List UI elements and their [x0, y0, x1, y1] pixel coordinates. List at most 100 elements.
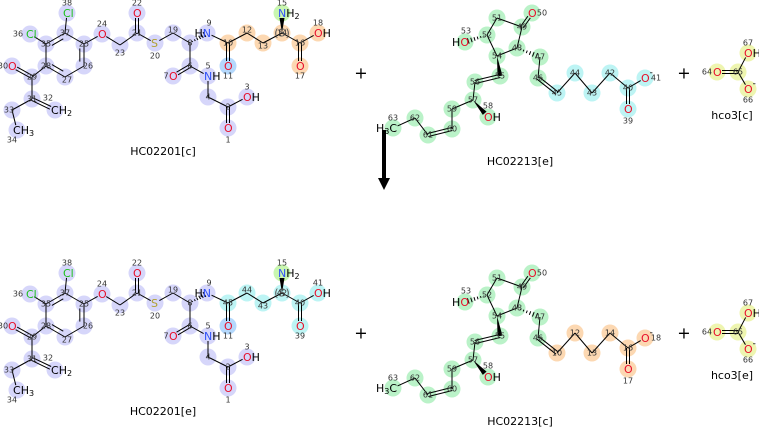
single-bond	[397, 377, 416, 387]
atom-label: O	[528, 7, 537, 20]
hash-bond	[535, 52, 539, 59]
atom-number: 60	[447, 385, 457, 394]
atom-number: 66	[743, 96, 753, 105]
single-bond	[45, 292, 66, 305]
single-bond	[627, 340, 641, 349]
double-bond	[16, 66, 33, 77]
single-bond	[64, 277, 67, 294]
single-bond	[537, 316, 541, 339]
double-bond	[428, 129, 453, 137]
atom-number: 55	[495, 72, 505, 81]
atom-number: 50	[537, 269, 547, 278]
atom-number: 21	[132, 29, 142, 38]
atom-number: 4	[205, 93, 210, 102]
atom-number: 29	[27, 73, 37, 82]
single-bond	[31, 325, 47, 338]
single-bond	[227, 98, 243, 108]
hash-bond	[522, 49, 525, 52]
double-bond	[177, 66, 192, 76]
atom-label: CH2​	[51, 364, 72, 378]
single-bond	[83, 35, 98, 45]
bonds	[722, 57, 747, 85]
atom-highlight	[384, 379, 402, 397]
single-bond	[591, 332, 611, 354]
atom-number: 16	[623, 344, 633, 353]
atom-number: 29	[27, 333, 37, 342]
single-bond	[45, 32, 66, 45]
aromatic-bond	[51, 324, 64, 332]
single-bond	[172, 292, 191, 304]
atom-label: HN	[194, 27, 211, 40]
atom-number: 45	[223, 299, 233, 308]
atom-number: 3	[244, 343, 249, 352]
atom-highlight	[199, 327, 217, 345]
hash-bond	[476, 296, 479, 300]
double-bond	[15, 329, 32, 339]
single-bond	[11, 369, 17, 386]
atom-number: 15	[277, 259, 287, 268]
atom-label: O	[224, 122, 233, 135]
atom-highlight	[273, 4, 291, 22]
plus-sign: +	[677, 324, 690, 343]
atom-highlight	[219, 317, 237, 335]
atom-label: CH3​	[13, 384, 34, 398]
single-bond	[246, 32, 264, 44]
atom-highlights	[3, 264, 327, 399]
atom-label: O-​	[744, 79, 756, 96]
atom-number: 34	[7, 136, 17, 145]
single-bond	[159, 32, 174, 42]
atom-number: 53	[461, 27, 471, 36]
single-bond	[472, 341, 476, 361]
double-bond	[538, 76, 559, 93]
atom-number: 45	[552, 89, 562, 98]
atom-number: 59	[447, 105, 457, 114]
atom-number: 67	[743, 39, 753, 48]
hash-bond	[196, 297, 199, 301]
atom-number: 28	[41, 62, 51, 71]
double-bond	[16, 326, 33, 337]
atom-label: OH	[243, 91, 260, 104]
atom-label: H3​C	[376, 382, 397, 396]
hash-bond	[200, 33, 204, 39]
single-bond	[106, 36, 121, 46]
atom-highlight	[456, 293, 474, 311]
atom-highlight	[523, 264, 541, 282]
single-bond	[486, 294, 498, 317]
single-bond	[627, 80, 641, 89]
double-bond	[177, 326, 192, 336]
atom-number: 38	[62, 259, 72, 268]
atom-number: 64	[702, 328, 712, 337]
atom-number: 1	[225, 396, 230, 405]
atom-label: O	[224, 320, 233, 333]
double-bond	[474, 74, 500, 82]
single-bond	[496, 277, 523, 288]
wedge-bond	[473, 100, 487, 115]
atom-highlight	[309, 24, 327, 42]
single-bond	[64, 292, 85, 305]
atom-number: 58	[483, 362, 493, 371]
atom-label: O	[713, 326, 722, 339]
single-bond	[189, 325, 204, 335]
aromatic-bond	[51, 38, 64, 46]
atom-label: O	[296, 60, 305, 73]
atom-number: 43	[258, 302, 268, 311]
atom-number: 57	[468, 96, 478, 105]
atom-number: 40	[295, 299, 305, 308]
atom-number: 8	[187, 39, 192, 48]
atom-number: 40	[623, 84, 633, 93]
wedge-bond	[473, 360, 487, 375]
atom-label: O-​	[641, 68, 653, 85]
single-bond	[486, 277, 498, 296]
hash-bond	[525, 310, 528, 314]
wedge-bond	[497, 316, 503, 337]
atom-number: 36	[13, 30, 23, 39]
atom-highlight	[619, 360, 637, 378]
atom-label: O	[8, 60, 17, 73]
atom-number: 56	[470, 78, 480, 87]
atom-number: 66	[743, 356, 753, 365]
atom-number: 22	[132, 259, 142, 268]
atom-number: 21	[132, 289, 142, 298]
atom-highlight	[309, 284, 327, 302]
atom-number: 63	[388, 374, 398, 383]
